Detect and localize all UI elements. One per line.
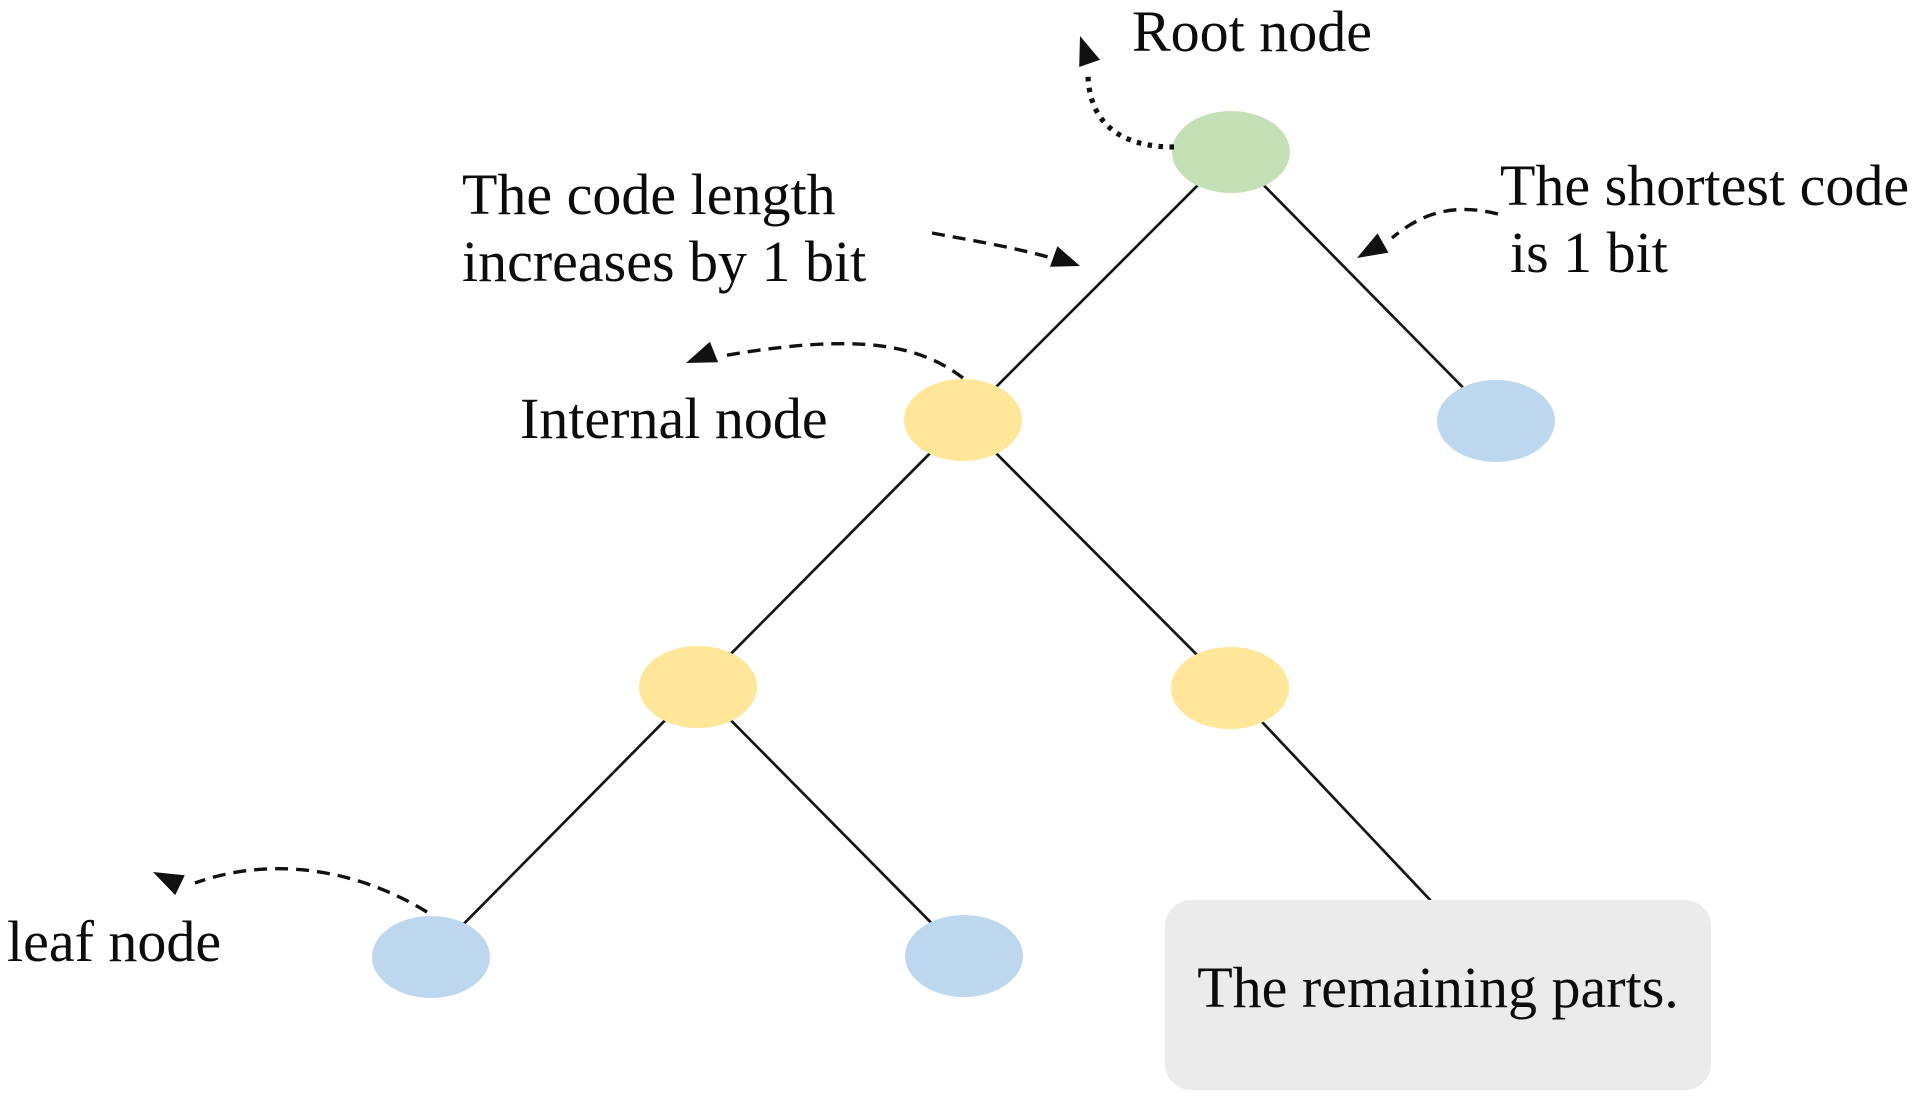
- leaf-node-arrow-head: [153, 872, 185, 896]
- tree-node-internal-2: [639, 646, 757, 728]
- internal-node-label: Internal node: [520, 386, 828, 451]
- tree-node-leaf-left: [372, 916, 490, 998]
- shortest-code-label: The shortest code is 1 bit: [1500, 152, 1909, 286]
- shortest-code-arrow-head: [1357, 233, 1389, 258]
- internal-node-arrow: [721, 342, 965, 380]
- shortest-code-arrow: [1390, 207, 1499, 240]
- tree-node-leaf-middle: [905, 915, 1023, 997]
- tree-edge-internal-2-leaf-left: [430, 686, 699, 958]
- remaining-parts-label: The remaining parts.: [1197, 954, 1679, 1020]
- tree-node-root: [1172, 111, 1290, 193]
- tree-edge-root-leaf-right: [1230, 151, 1497, 422]
- code-length-label: The code length increases by 1 bit: [462, 161, 866, 295]
- tree-edge-internal-1-internal-2: [697, 419, 964, 688]
- tree-nodes-group: [372, 111, 1555, 998]
- shortest-code-label-line1: The shortest code: [1500, 153, 1910, 218]
- leaf-node-arrow: [194, 867, 428, 914]
- internal-node-arrow-head: [686, 341, 719, 363]
- shortest-code-label-line2: is 1 bit: [1510, 220, 1668, 285]
- tree-edge-root-internal-1: [962, 151, 1232, 421]
- annotation-arrows-group: [153, 36, 1499, 914]
- code-length-label-line1: The code length: [462, 162, 836, 227]
- tree-node-leaf-right: [1437, 380, 1555, 462]
- tree-edge-internal-1-internal-3: [962, 419, 1231, 689]
- root-node-label: Root node: [1132, 0, 1373, 64]
- remaining-parts-box: The remaining parts.: [1165, 900, 1711, 1090]
- tree-node-internal-3: [1171, 647, 1289, 729]
- leaf-node-label: leaf node: [7, 909, 222, 974]
- tree-node-internal-1: [904, 379, 1022, 461]
- code-length-arrow: [931, 231, 1049, 259]
- root-node-arrow: [1085, 75, 1175, 150]
- tree-edge-internal-2-leaf-middle: [697, 686, 965, 957]
- code-length-arrow-head: [1050, 246, 1080, 267]
- tree-edges-group: [430, 151, 1497, 958]
- code-length-label-line2: increases by 1 bit: [462, 229, 867, 294]
- root-node-arrow-head: [1079, 36, 1100, 67]
- tree-edge-internal-3-remaining-box: [1229, 687, 1434, 904]
